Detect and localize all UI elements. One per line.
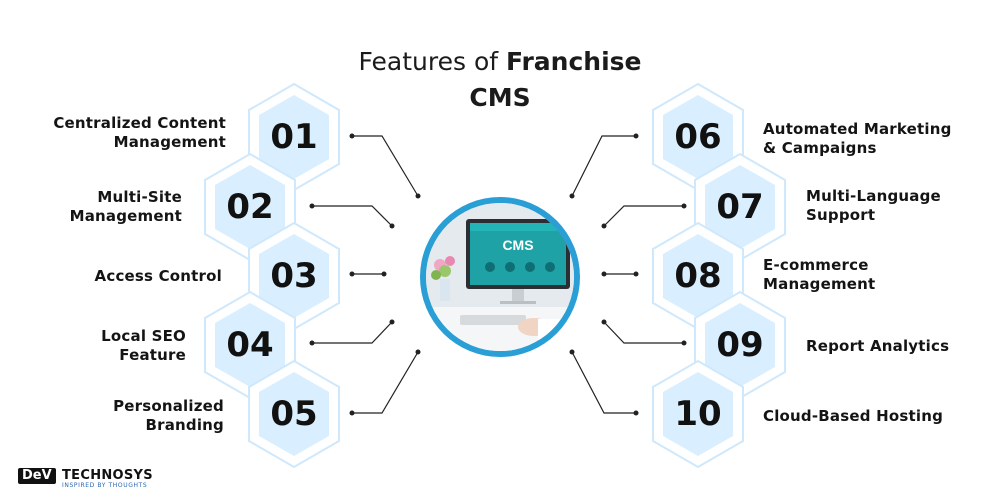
- title-bold: Franchise: [506, 47, 642, 76]
- dot-04: [389, 319, 395, 325]
- connector-10: [571, 351, 636, 414]
- dot-09: [601, 319, 607, 325]
- connector-02: [312, 205, 393, 227]
- feature-label-09: Report Analytics: [806, 337, 950, 355]
- hex-number: 07: [716, 187, 764, 227]
- title-prefix: Features of: [358, 47, 499, 76]
- dot-10: [569, 349, 575, 355]
- dot-right-start-07: [681, 203, 687, 209]
- hex-number: 05: [270, 394, 318, 434]
- feature-label-10: Cloud-Based Hosting: [763, 407, 944, 425]
- dot-08: [601, 271, 607, 277]
- dot-right-start-10: [633, 410, 639, 416]
- dot-left-start-04: [309, 340, 315, 346]
- dot-03: [381, 271, 387, 277]
- page-title: Features of Franchise CMS: [330, 44, 670, 116]
- connector-04: [312, 321, 393, 344]
- hex-01: 01: [246, 82, 342, 192]
- connector-09: [603, 321, 684, 344]
- hex-number: 10: [674, 394, 722, 434]
- hex-number: 04: [226, 325, 274, 365]
- dot-left-start-05: [349, 410, 355, 416]
- logo-technosys: TECHNOSYS: [62, 468, 153, 483]
- dot-02: [389, 223, 395, 229]
- dot-left-start-02: [309, 203, 315, 209]
- dot-06: [569, 193, 575, 199]
- connector-07: [603, 205, 684, 227]
- hex-number: 06: [674, 117, 722, 157]
- dot-07: [601, 223, 607, 229]
- hex-number: 08: [674, 256, 722, 296]
- connector-05: [352, 351, 419, 414]
- screen-text: CMS: [502, 237, 533, 253]
- hex-number: 03: [270, 256, 318, 296]
- hex-05: 05: [246, 359, 342, 469]
- dot-01: [415, 193, 421, 199]
- feature-label-06: Automated Marketing& Campaigns: [763, 120, 952, 157]
- dot-05: [415, 349, 421, 355]
- feature-label-03: Access Control: [94, 267, 222, 285]
- dot-left-start-01: [349, 133, 355, 139]
- hex-number: 01: [270, 117, 318, 157]
- logo-dev: DeV: [18, 468, 56, 484]
- title-line2: CMS: [469, 83, 531, 112]
- connector-01: [352, 135, 419, 197]
- dot-left-start-03: [349, 271, 355, 277]
- dot-right-start-09: [681, 340, 687, 346]
- hex-06: 06: [650, 82, 746, 192]
- hex-number: 09: [716, 325, 764, 365]
- connector-06: [571, 135, 636, 197]
- hex-number: 02: [226, 187, 274, 227]
- hex-04: 04: [202, 290, 298, 400]
- hex-02: 02: [202, 152, 298, 262]
- logo-tagline: INSPIRED BY THOUGHTS: [62, 482, 148, 489]
- center-cms-illustration: CMS: [418, 195, 582, 359]
- hex-10: 10: [650, 359, 746, 469]
- hex-03: 03: [246, 221, 342, 331]
- dot-right-start-08: [633, 271, 639, 277]
- dot-right-start-06: [633, 133, 639, 139]
